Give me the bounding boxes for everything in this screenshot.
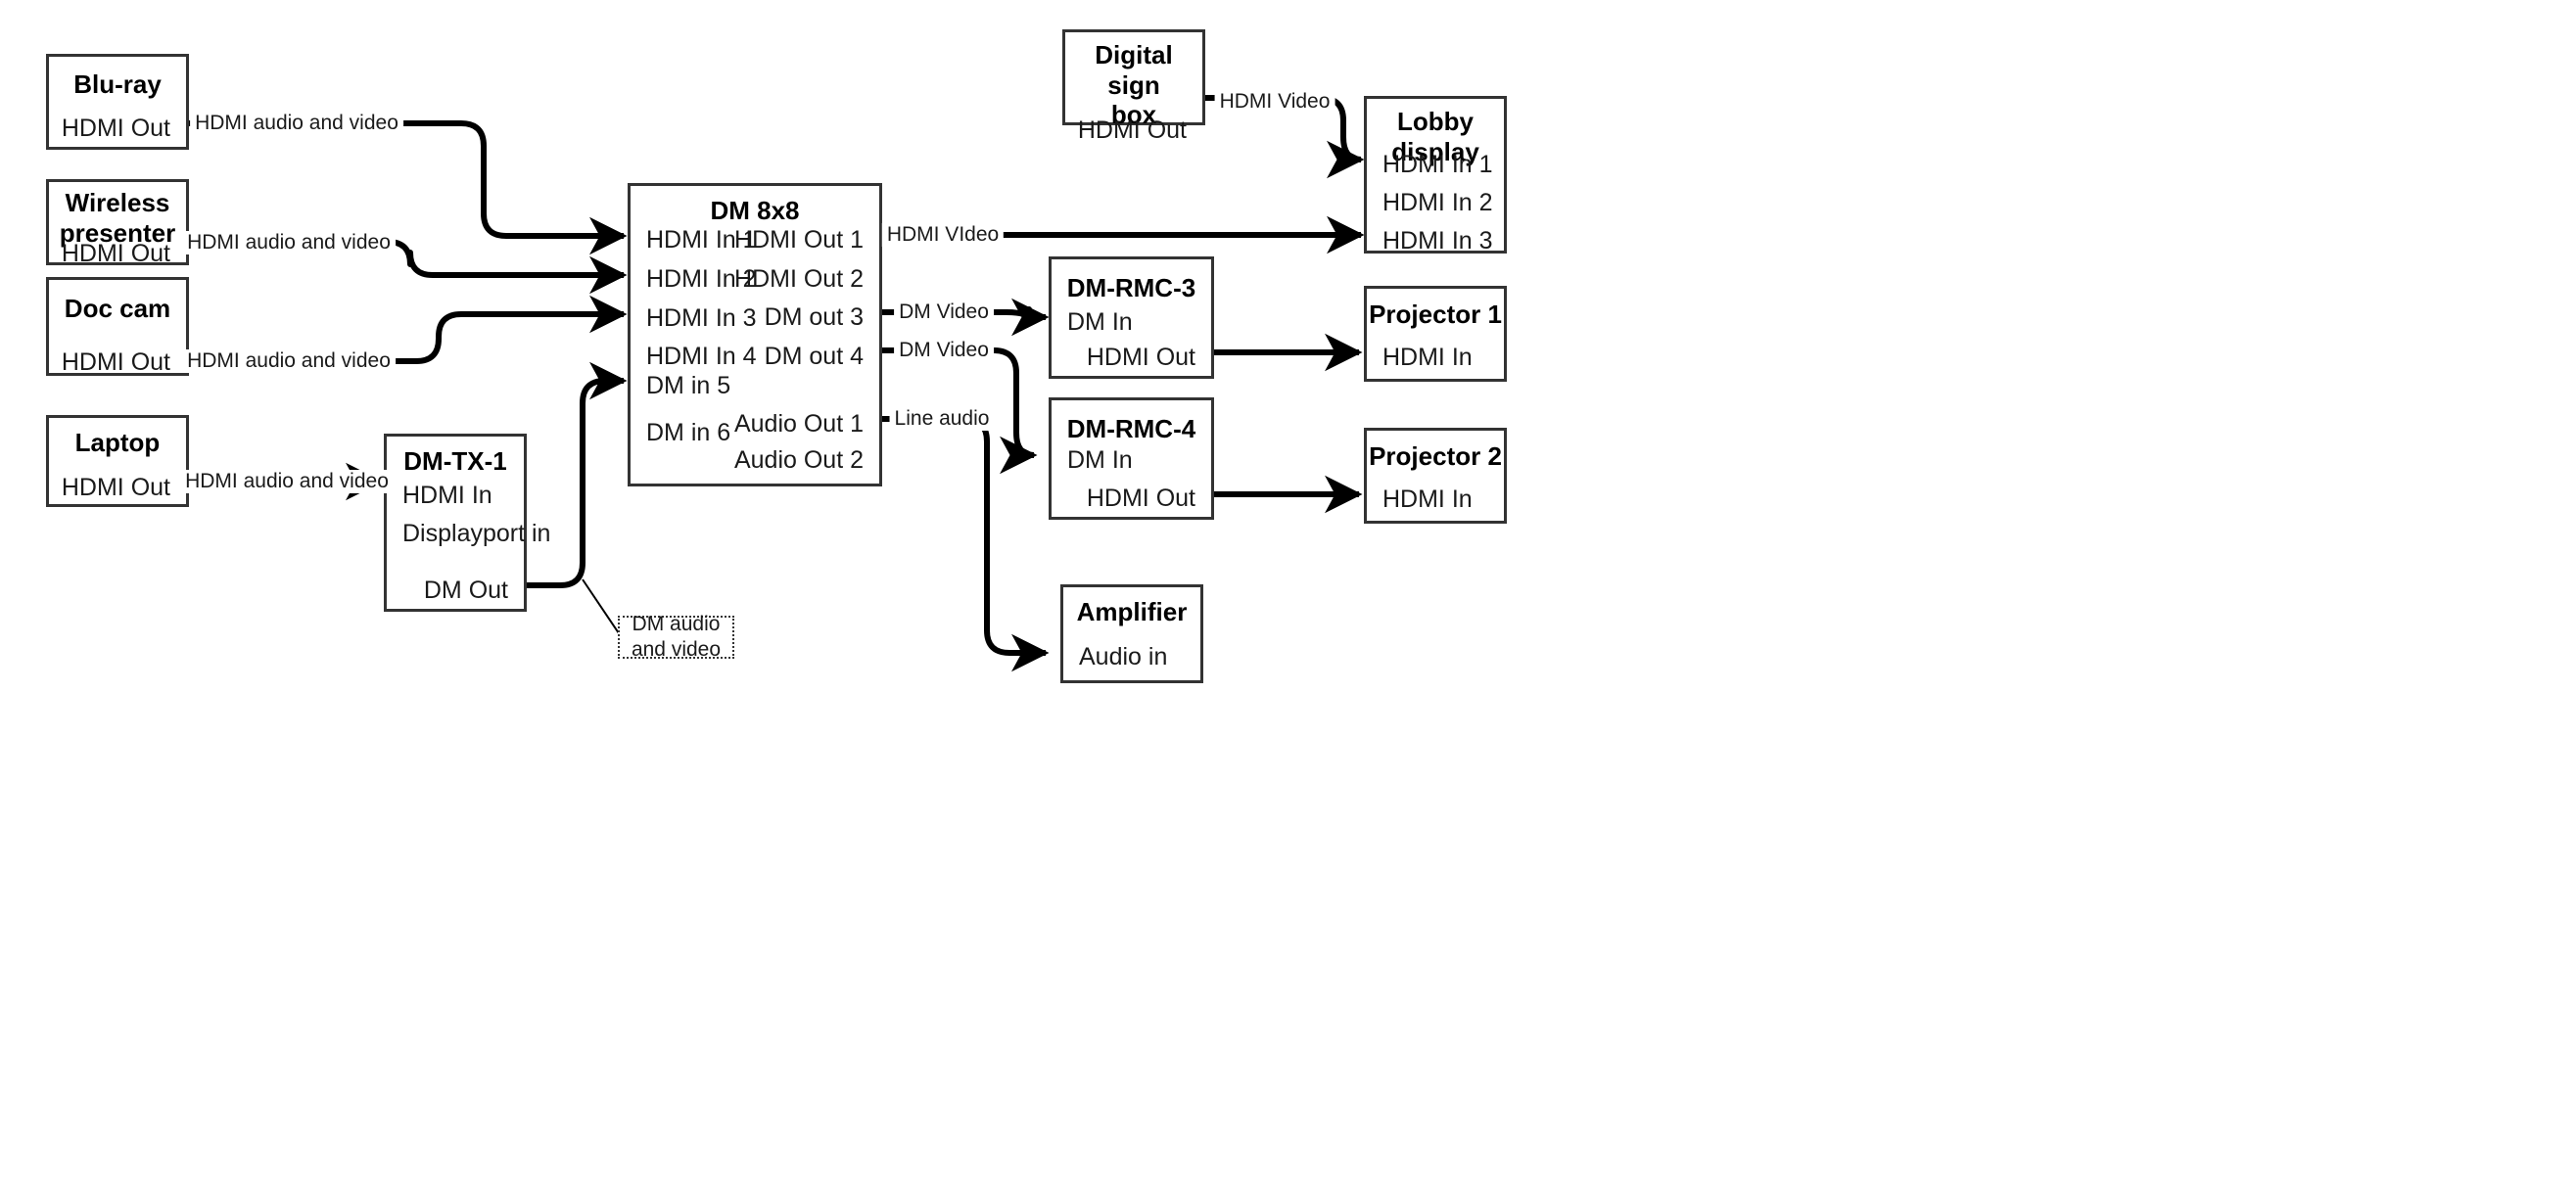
node-dm-8x8-title: DM 8x8 bbox=[710, 196, 800, 225]
node-projector-2-port-hdmi-in: HDMI In bbox=[1382, 485, 1473, 513]
node-doc-cam-port-hdmi-out: HDMI Out bbox=[61, 348, 170, 376]
edge-label-digitalsign-to-lobby: HDMI Video bbox=[1214, 90, 1335, 114]
node-dm-tx-1-port-dm-out: DM Out bbox=[423, 577, 508, 604]
node-doc-cam-title: Doc cam bbox=[64, 294, 171, 323]
edge-label-doccam-to-dm8x8: HDMI audio and video bbox=[182, 349, 396, 373]
node-lobby-display-port-hdmi-in-2: HDMI In 2 bbox=[1382, 189, 1493, 216]
edge-label-wireless-to-dm8x8: HDMI audio and video bbox=[182, 231, 396, 254]
node-dm-rmc-4-port-dm-in: DM In bbox=[1067, 446, 1133, 474]
node-dm-8x8-port-hdmi-in-4: HDMI In 4 bbox=[646, 343, 757, 370]
node-dm-8x8-port-dm-out-3: DM out 3 bbox=[764, 303, 864, 331]
node-dm-tx-1-port-displayport-in: Displayport in bbox=[402, 520, 551, 547]
callout-dm-audio-and-video: DM audio and video bbox=[618, 613, 734, 661]
node-dm-8x8-port-hdmi-out-2: HDMI Out 2 bbox=[734, 265, 864, 293]
node-bluray-title: Blu-ray bbox=[73, 69, 162, 99]
node-dm-rmc-4-port-hdmi-out: HDMI Out bbox=[1086, 485, 1195, 512]
node-bluray-port-hdmi-out: HDMI Out bbox=[61, 115, 170, 142]
node-projector-1-title: Projector 1 bbox=[1369, 300, 1502, 329]
node-laptop-title: Laptop bbox=[74, 428, 161, 457]
node-dm-rmc-3-port-hdmi-out: HDMI Out bbox=[1086, 344, 1195, 371]
node-lobby-display[interactable]: Lobby display HDMI In 1 HDMI In 2 HDMI I… bbox=[1364, 96, 1507, 254]
node-dm-8x8-port-dm-out-4: DM out 4 bbox=[764, 343, 864, 370]
node-dm-rmc-3[interactable]: DM-RMC-3 DM In HDMI Out bbox=[1049, 256, 1214, 379]
node-amplifier-title: Amplifier bbox=[1076, 597, 1188, 626]
node-projector-1-port-hdmi-in: HDMI In bbox=[1382, 344, 1473, 371]
node-doc-cam[interactable]: Doc cam HDMI Out bbox=[46, 277, 189, 376]
node-dm-8x8-port-hdmi-in-3: HDMI In 3 bbox=[646, 304, 757, 332]
node-lobby-display-title: Lobby display bbox=[1391, 107, 1479, 166]
node-dm-8x8-port-audio-out-1: Audio Out 1 bbox=[733, 410, 864, 438]
node-dm-8x8-port-hdmi-out-1: HDMI Out 1 bbox=[734, 226, 864, 254]
node-amplifier-port-audio-in: Audio in bbox=[1079, 643, 1168, 670]
node-dm-8x8-port-hdmi-in-1: HDMI In 1 bbox=[646, 226, 757, 254]
node-dm-tx-1[interactable]: DM-TX-1 HDMI In Displayport in DM Out bbox=[384, 434, 550, 612]
edge-label-dmout4-to-dmrmc4: DM Video bbox=[894, 339, 994, 362]
node-digital-sign-box[interactable]: Digital sign box HDMI Out bbox=[1062, 29, 1205, 144]
node-dm-8x8-port-dm-in-5: DM in 5 bbox=[646, 372, 731, 399]
node-lobby-display-port-hdmi-in-1: HDMI In 1 bbox=[1382, 151, 1493, 178]
node-projector-2-title: Projector 2 bbox=[1369, 441, 1502, 471]
node-wireless-presenter-title: Wireless presenter bbox=[59, 188, 176, 248]
edge-label-laptop-to-dmtx1: HDMI audio and video bbox=[180, 470, 394, 493]
node-projector-1[interactable]: Projector 1 HDMI In bbox=[1364, 286, 1507, 382]
node-laptop-port-hdmi-out: HDMI Out bbox=[61, 474, 170, 501]
edge-label-bluray-to-dm8x8: HDMI audio and video bbox=[190, 112, 403, 135]
wire-dm8x8-audioout1-to-amplifier bbox=[882, 416, 1050, 672]
leader-line-dm-audio-video-callout bbox=[582, 578, 622, 637]
node-dm-8x8-port-hdmi-in-2: HDMI In 2 bbox=[646, 265, 757, 293]
node-laptop[interactable]: Laptop HDMI Out bbox=[46, 415, 189, 507]
node-bluray[interactable]: Blu-ray HDMI Out bbox=[46, 54, 189, 150]
node-dm-rmc-3-title: DM-RMC-3 bbox=[1066, 273, 1196, 302]
node-lobby-display-port-hdmi-in-3: HDMI In 3 bbox=[1382, 227, 1493, 254]
node-dm-tx-1-title: DM-TX-1 bbox=[403, 446, 507, 476]
node-amplifier[interactable]: Amplifier Audio in bbox=[1060, 584, 1203, 683]
node-dm-rmc-4-title: DM-RMC-4 bbox=[1066, 414, 1196, 443]
node-dm-rmc-3-port-dm-in: DM In bbox=[1067, 308, 1133, 336]
node-dm-tx-1-port-hdmi-in: HDMI In bbox=[402, 482, 492, 509]
node-dm-8x8-port-dm-in-6: DM in 6 bbox=[646, 419, 731, 446]
edge-label-hdmiout1-to-lobby: HDMI VIdeo bbox=[881, 223, 1005, 247]
node-wireless-presenter-port-hdmi-out: HDMI Out bbox=[61, 240, 170, 267]
wire-bluray-to-dm8x8-hdmi-in-1 bbox=[189, 120, 628, 255]
edge-label-audioout1-to-amplifier: Line audio bbox=[889, 407, 995, 431]
node-dm-8x8[interactable]: DM 8x8 HDMI In 1 HDMI In 2 HDMI In 3 HDM… bbox=[628, 183, 882, 486]
node-projector-2[interactable]: Projector 2 HDMI In bbox=[1364, 428, 1507, 524]
edge-label-dmout3-to-dmrmc3: DM Video bbox=[894, 300, 994, 324]
wire-dm8x8-dmout4-to-dmrmc4 bbox=[882, 347, 1038, 475]
node-dm-rmc-4[interactable]: DM-RMC-4 DM In HDMI Out bbox=[1049, 397, 1214, 520]
node-dm-8x8-port-audio-out-2: Audio Out 2 bbox=[733, 446, 864, 474]
node-digital-sign-box-port-hdmi-out: HDMI Out bbox=[1077, 116, 1187, 144]
node-digital-sign-box-title: Digital sign box bbox=[1095, 40, 1173, 130]
node-wireless-presenter[interactable]: Wireless presenter HDMI Out bbox=[46, 179, 189, 267]
wire-dmtx1-to-dm8x8-dm-in-5 bbox=[527, 361, 628, 588]
